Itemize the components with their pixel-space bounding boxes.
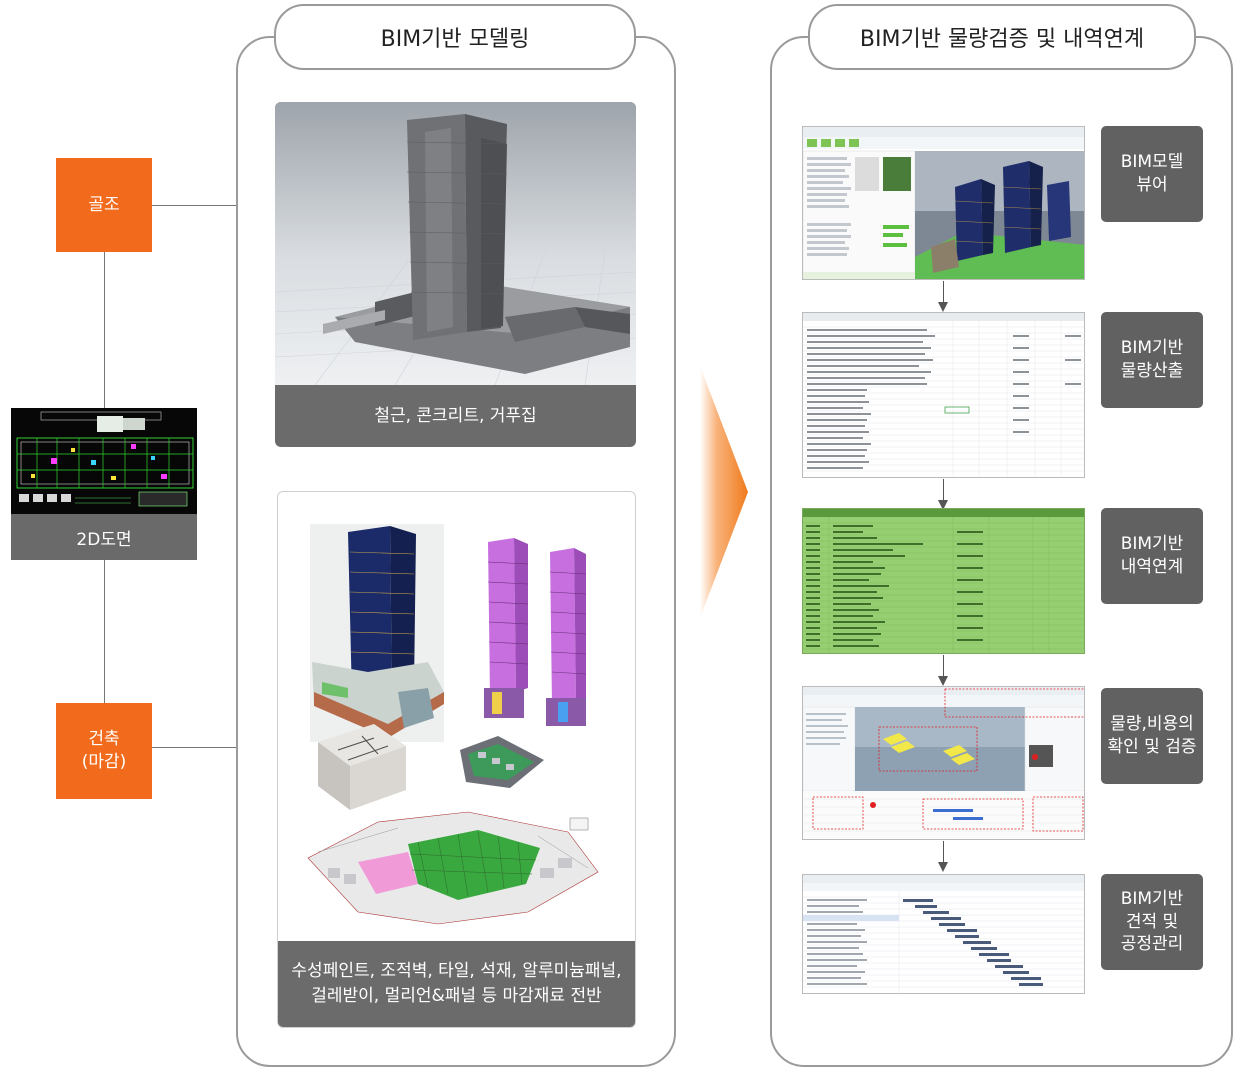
arrow-down-icon — [938, 676, 948, 686]
step-label-verification: 물량,비용의 확인 및 검증 — [1101, 688, 1203, 784]
verification-panel-title: BIM기반 물량검증 및 내역연계 — [808, 4, 1196, 70]
verification-title-text: BIM기반 물량검증 및 내역연계 — [859, 27, 1145, 52]
drawing-card: 2D도면 — [11, 408, 197, 560]
step-label-viewer: BIM모델 뷰어 — [1101, 126, 1203, 222]
finish-model-image — [307, 524, 599, 925]
estimate-link-screenshot — [802, 508, 1085, 654]
modeling-panel-title: BIM기반 모델링 — [274, 4, 636, 70]
verification-screenshot — [802, 686, 1085, 840]
step-label-quantity: BIM기반 물량산출 — [1101, 312, 1203, 408]
finish-model-card: 수성페인트, 조적벽, 타일, 석재, 알루미늄패널, 걸레받이, 멀리언&패널… — [277, 491, 636, 1028]
floor-plan-image — [11, 408, 197, 514]
modeling-title-text: BIM기반 모델링 — [380, 27, 530, 52]
connector-line — [152, 747, 244, 748]
finish-caption: 수성페인트, 조적벽, 타일, 석재, 알루미늄패널, 걸레받이, 멀리언&패널… — [278, 941, 635, 1027]
arrow-down-icon — [938, 862, 948, 872]
bim-viewer-screenshot — [802, 126, 1085, 280]
quantity-table-screenshot — [802, 312, 1085, 478]
connector-line — [943, 281, 944, 303]
structure-input-box: 골조 — [56, 158, 152, 252]
connector-line — [104, 252, 105, 408]
structure-model-card: 철근, 콘크리트, 거푸집 — [275, 102, 636, 447]
architecture-input-label: 건축 (마감) — [81, 729, 127, 772]
arrow-down-icon — [938, 302, 948, 312]
structure-model-image — [275, 102, 636, 385]
structure-caption: 철근, 콘크리트, 거푸집 — [374, 405, 537, 426]
step-label-schedule: BIM기반 견적 및 공정관리 — [1101, 874, 1203, 970]
connector-line — [104, 560, 105, 703]
arrow-down-icon — [938, 500, 948, 510]
schedule-screenshot — [802, 874, 1085, 994]
structure-input-label: 골조 — [88, 194, 120, 215]
chevron-right-icon — [700, 366, 748, 618]
connector-line — [943, 479, 944, 501]
connector-line — [943, 841, 944, 863]
connector-line — [152, 205, 244, 206]
connector-line — [943, 655, 944, 677]
drawing-label: 2D도면 — [76, 529, 132, 550]
step-label-estimate-link: BIM기반 내역연계 — [1101, 508, 1203, 604]
architecture-input-box: 건축 (마감) — [56, 703, 152, 799]
